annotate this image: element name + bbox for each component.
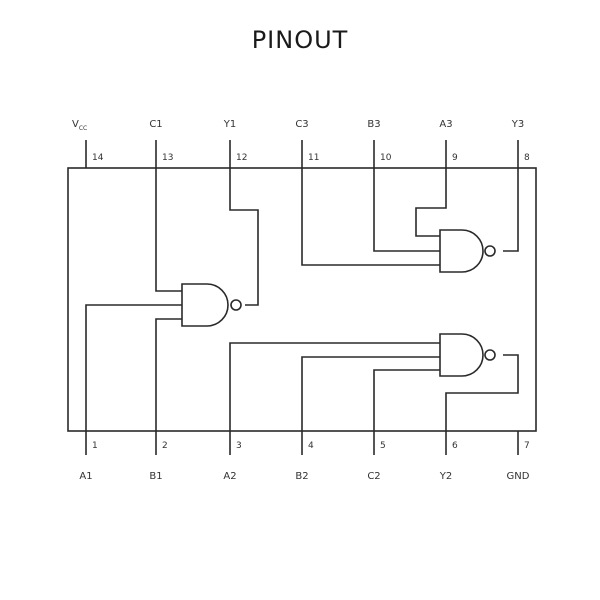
pin-5-label: C2 [367, 471, 380, 482]
pin-6-label: Y2 [439, 471, 452, 482]
pin-3-number: 3 [236, 441, 242, 451]
pin-5-number: 5 [380, 441, 386, 451]
wire-gate1-y1 [229, 168, 259, 306]
pin-4-label: B2 [295, 471, 308, 482]
top-pin-labels: VCC C1 Y1 C3 B3 A3 Y3 14 13 12 11 10 9 8 [72, 119, 530, 163]
pin-13-number: 13 [162, 153, 173, 163]
bottom-pin-labels: 1 2 3 4 5 6 7 A1 B1 A2 B2 C2 Y2 GND [79, 441, 529, 482]
pin-7-label: GND [507, 471, 530, 482]
wire-b3-gate3 [373, 168, 440, 252]
pin-11-number: 11 [308, 153, 319, 163]
inversion-bubble [484, 245, 496, 257]
pin-8-number: 8 [524, 153, 530, 163]
pin-10-label: B3 [367, 119, 380, 130]
nand-gate-3 [439, 229, 496, 273]
top-pin-leads [85, 140, 519, 168]
bottom-pin-leads [85, 431, 519, 455]
pin-6-number: 6 [452, 441, 458, 451]
pin-14-label: VCC [72, 119, 87, 132]
pin-1-number: 1 [92, 441, 98, 451]
pin-4-number: 4 [308, 441, 314, 451]
pin-7-number: 7 [524, 441, 530, 451]
inversion-bubble [484, 349, 496, 361]
pin-2-label: B1 [149, 471, 162, 482]
inversion-bubble [230, 299, 242, 311]
wire-a2-gate2 [229, 342, 440, 431]
pin-10-number: 10 [380, 153, 392, 163]
wire-c1-gate1 [155, 168, 182, 292]
wire-gate2-y2 [445, 354, 519, 431]
pin-13-label: C1 [149, 119, 162, 130]
pin-9-number: 9 [452, 153, 458, 163]
wire-b1-gate1 [155, 318, 182, 431]
pin-14-number: 14 [92, 153, 104, 163]
wire-b2-gate2 [301, 356, 440, 431]
page-title: PINOUT [251, 26, 349, 54]
pin-11-label: C3 [295, 119, 308, 130]
pin-3-label: A2 [223, 471, 236, 482]
internal-wiring [85, 168, 519, 431]
wire-a3-gate3 [415, 168, 447, 237]
wire-a1-gate1 [85, 304, 182, 431]
nand-gate-2 [439, 333, 496, 377]
wire-c3-gate3 [301, 168, 440, 266]
pin-12-label: Y1 [223, 119, 236, 130]
pin-12-number: 12 [236, 153, 247, 163]
pin-1-label: A1 [79, 471, 92, 482]
wire-gate3-y3 [503, 168, 519, 252]
nand-gate-1 [181, 283, 242, 327]
pin-9-label: A3 [439, 119, 452, 130]
wire-c2-gate2 [373, 369, 440, 431]
pin-2-number: 2 [162, 441, 168, 451]
pin-8-label: Y3 [511, 119, 524, 130]
